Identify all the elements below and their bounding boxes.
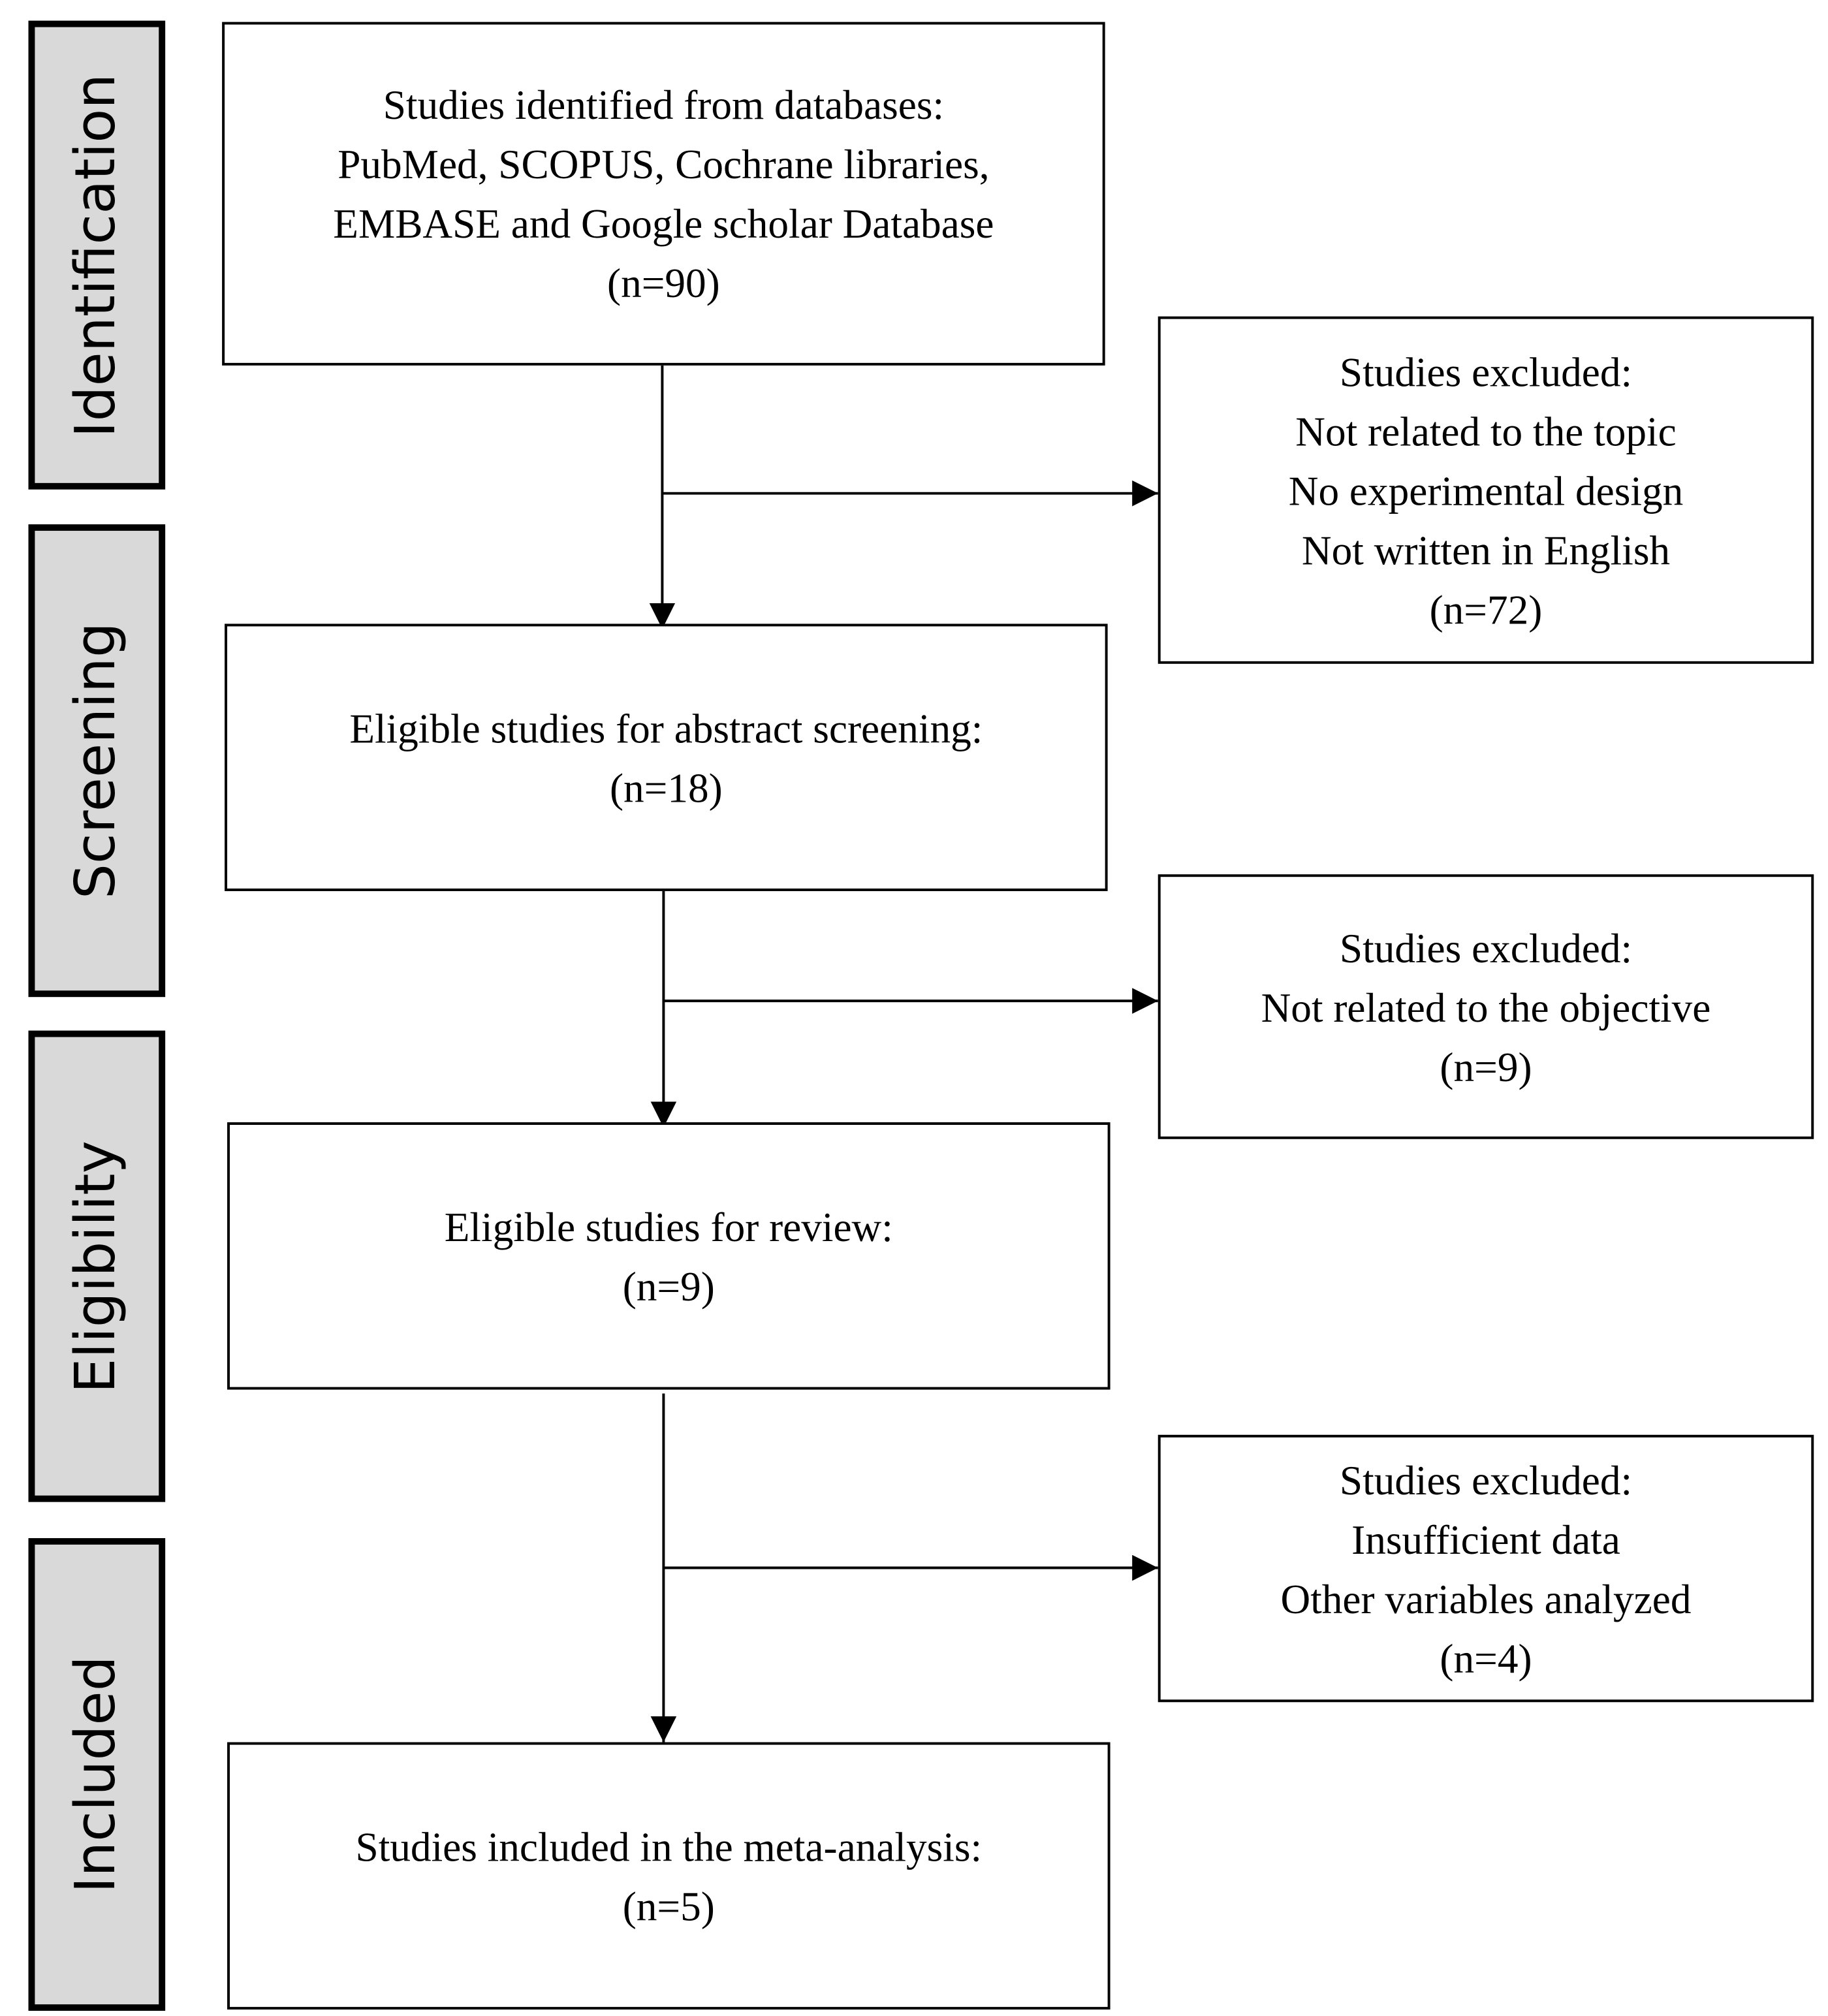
box-abstract-screening: Eligible studies for abstract screening:…	[225, 623, 1108, 891]
box-line: (n=9)	[622, 1262, 715, 1309]
box-line: (n=5)	[622, 1882, 715, 1929]
box-eligible-review: Eligible studies for review: (n=9)	[227, 1122, 1111, 1390]
phase-label: Screening	[63, 622, 129, 900]
box-line: Not related to the topic	[1295, 407, 1677, 454]
phase-screening: Screening	[28, 524, 166, 998]
box-line: EMBASE and Google scholar Database	[333, 200, 994, 247]
box-line: Studies included in the meta-analysis:	[355, 1823, 983, 1870]
box-line: Other variables analyzed	[1280, 1575, 1692, 1622]
box-line: Studies excluded:	[1339, 924, 1633, 971]
box-line: Eligible studies for abstract screening:	[349, 704, 983, 751]
box-line: Studies identified from databases:	[383, 81, 945, 128]
phase-eligibility: Eligibility	[28, 1030, 166, 1502]
box-line: Eligible studies for review:	[444, 1203, 893, 1250]
box-identified-studies: Studies identified from databases: PubMe…	[222, 22, 1105, 366]
box-excluded-screening: Studies excluded: Not related to the obj…	[1158, 874, 1814, 1139]
phase-identification: Identification	[28, 20, 166, 490]
phase-label: Included	[63, 1656, 129, 1893]
box-included-meta-analysis: Studies included in the meta-analysis: (…	[227, 1742, 1111, 2010]
box-line: Insufficient data	[1351, 1515, 1620, 1562]
box-line: Studies excluded:	[1339, 1456, 1633, 1503]
box-line: No experimental design	[1288, 467, 1684, 514]
box-line: (n=90)	[607, 259, 720, 306]
box-line: Not written in English	[1301, 526, 1671, 573]
box-line: PubMed, SCOPUS, Cochrane libraries,	[338, 140, 990, 187]
box-line: Not related to the objective	[1261, 983, 1711, 1030]
box-line: (n=72)	[1429, 586, 1543, 633]
box-line: Studies excluded:	[1339, 348, 1633, 395]
box-excluded-eligibility: Studies excluded: Insufficient data Othe…	[1158, 1434, 1814, 1703]
box-line: (n=4)	[1440, 1634, 1532, 1681]
phase-included: Included	[28, 1538, 166, 2011]
box-excluded-identification: Studies excluded: Not related to the top…	[1158, 316, 1814, 664]
box-line: (n=9)	[1440, 1043, 1532, 1090]
phase-label: Identification	[63, 72, 129, 437]
phase-label: Eligibility	[63, 1140, 129, 1393]
box-line: (n=18)	[609, 764, 723, 811]
